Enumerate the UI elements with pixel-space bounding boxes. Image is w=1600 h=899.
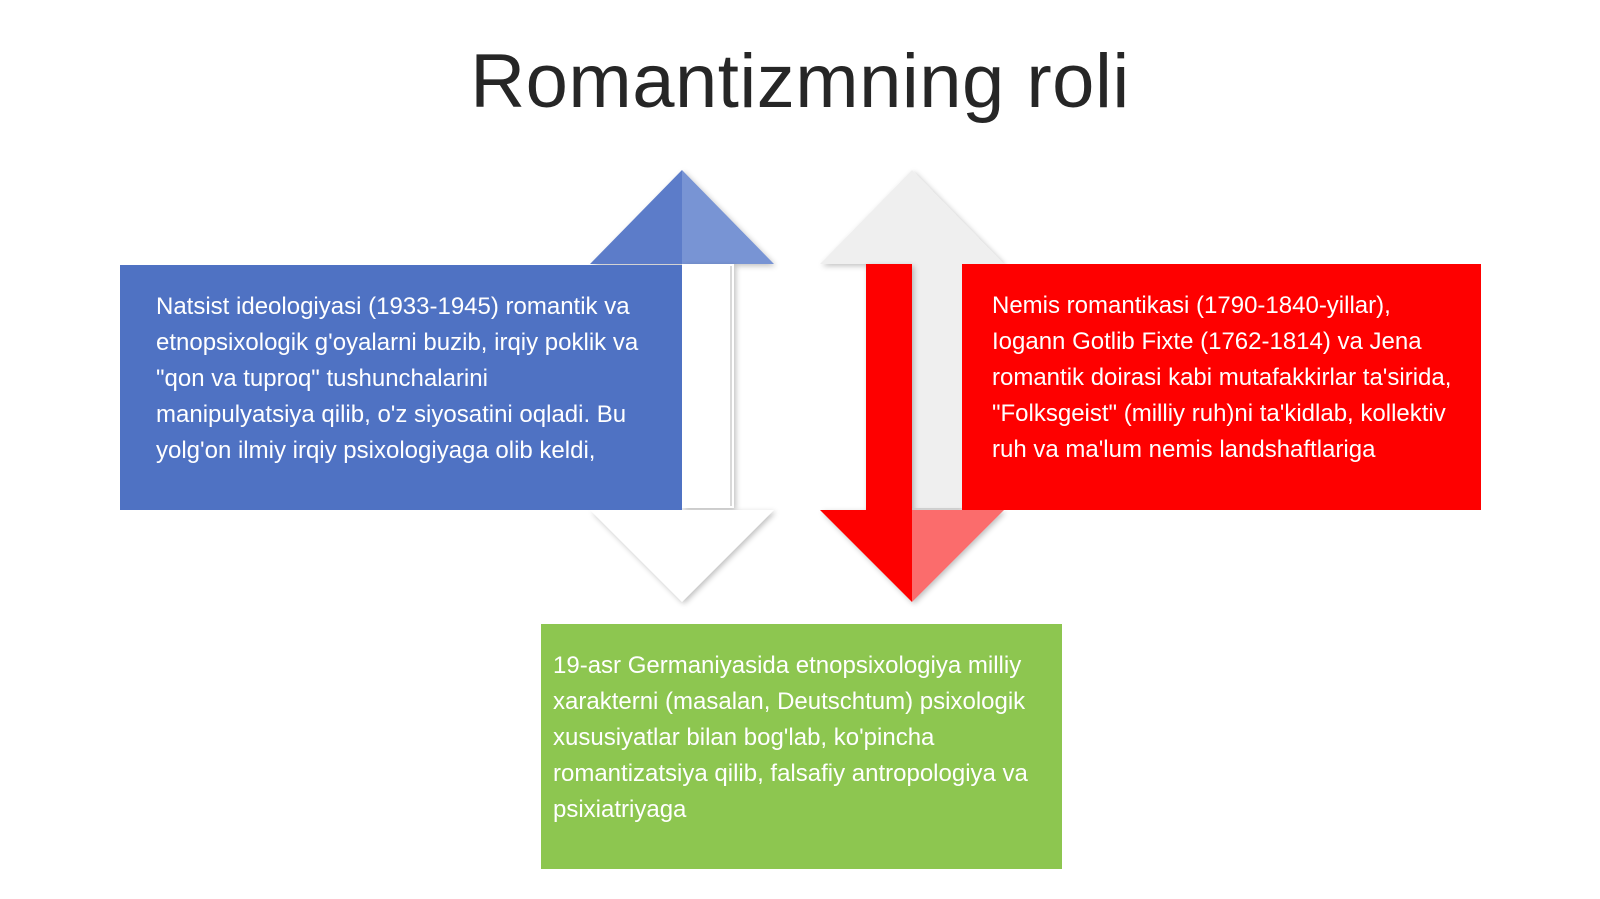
nazi-ideology-text: Natsist ideologiyasi (1933-1945) romanti… <box>156 293 639 464</box>
red-down-arrow <box>820 264 1004 602</box>
blue-up-arrow <box>590 170 774 264</box>
white-down-arrow <box>590 264 774 602</box>
nazi-ideology-box: Natsist ideologiyasi (1933-1945) romanti… <box>120 265 682 510</box>
slide-title: Romantizmning roli <box>470 39 1130 124</box>
german-romanticism-text: Nemis romantikasi (1790-1840-yillar), Io… <box>992 292 1452 463</box>
ethnopsychology-text: 19-asr Germaniyasida etnopsixologiya mil… <box>553 652 1028 823</box>
ethnopsychology-box: 19-asr Germaniyasida etnopsixologiya mil… <box>541 624 1062 869</box>
german-romanticism-box: Nemis romantikasi (1790-1840-yillar), Io… <box>962 264 1481 510</box>
grey-up-arrow <box>820 170 1004 508</box>
